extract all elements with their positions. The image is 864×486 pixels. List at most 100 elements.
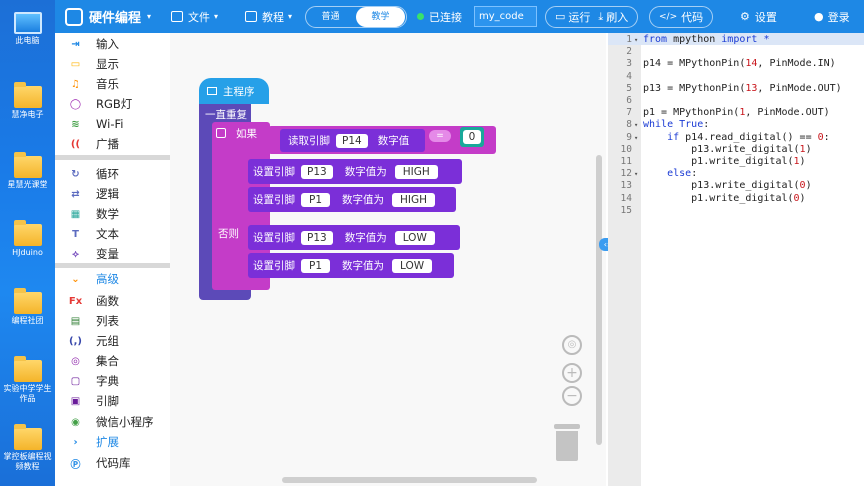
level-dropdown[interactable]: HIGH xyxy=(394,164,438,179)
app-title: 硬件编程 xyxy=(89,11,142,26)
level-dropdown[interactable]: LOW xyxy=(392,258,433,273)
desktop-icon-folder[interactable]: 实验中学学生作品 xyxy=(0,356,55,404)
tutorial-menu[interactable]: 教程▾ xyxy=(245,0,292,33)
category-icon: ≋ xyxy=(71,118,80,130)
pin-dropdown[interactable]: P13 xyxy=(301,164,333,179)
desktop-icon-folder[interactable]: HJduino xyxy=(0,220,55,258)
mode-teach-button[interactable]: 教学 xyxy=(356,7,405,27)
line-number: 6 xyxy=(626,95,632,106)
category-icon: ◯ xyxy=(69,98,82,110)
desktop-icon-folder[interactable]: 星慧光课堂 xyxy=(0,152,55,190)
category-item[interactable]: ▢ 字典 xyxy=(55,371,170,391)
compare-operator-dropdown[interactable]: = xyxy=(429,130,451,142)
fold-arrow-icon[interactable]: ▾ xyxy=(634,133,639,142)
desktop-icon-folder[interactable]: 掌控板编程视频教程 xyxy=(0,424,55,472)
connection-status: 已连接 xyxy=(417,0,462,33)
line-number: 10 xyxy=(620,143,632,155)
category-separator xyxy=(55,263,170,268)
folder-icon xyxy=(13,82,42,108)
code-line: p1 = MPythonPin(1, PinMode.OUT) xyxy=(643,107,830,119)
chevron-down-icon: ▾ xyxy=(214,12,219,21)
desktop-icon-this-pc[interactable]: 此电脑 xyxy=(0,12,55,46)
desktop-icon-folder[interactable]: 编程社团 xyxy=(0,288,55,326)
category-label: 元组 xyxy=(96,334,119,348)
category-item[interactable]: ▦数学 xyxy=(55,204,170,224)
gear-icon xyxy=(216,128,226,138)
category-item[interactable]: ◎集合 xyxy=(55,351,170,371)
category-label: 集合 xyxy=(96,354,119,368)
pin-dropdown[interactable]: P1 xyxy=(301,258,331,273)
workspace-vertical-scrollbar[interactable] xyxy=(596,155,602,445)
app-toolbar: 硬件编程▾ 文件▾ 教程▾ 普通 教学 已连接 my_code ▭运行⤓刷入 <… xyxy=(55,0,864,33)
fold-arrow-icon[interactable]: ▾ xyxy=(634,170,639,179)
category-item[interactable]: ⇥输入 xyxy=(55,34,170,54)
run-button[interactable]: 运行 xyxy=(568,10,591,24)
category-label: 广播 xyxy=(96,137,119,151)
run-flash-group: ▭运行⤓刷入 xyxy=(545,0,639,33)
category-icon: ▢ xyxy=(70,375,81,387)
level-dropdown[interactable]: HIGH xyxy=(392,192,436,207)
main-program-block[interactable]: 主程序 xyxy=(199,78,269,104)
number-field[interactable]: 0 xyxy=(463,130,481,144)
line-number: 12 xyxy=(620,168,632,180)
code-pill: </>代码 xyxy=(649,5,714,28)
category-icon: ▣ xyxy=(70,395,81,407)
category-item[interactable]: ▤列表 xyxy=(55,311,170,331)
category-item[interactable]: ◯RGB灯 xyxy=(55,94,170,114)
category-item[interactable]: ◉微信小程序 xyxy=(55,412,170,432)
category-item[interactable]: ›扩展 xyxy=(55,432,170,452)
recenter-icon[interactable]: ◎ xyxy=(562,335,582,355)
code-icon: </> xyxy=(659,11,678,22)
category-item[interactable]: ▣引脚 xyxy=(55,391,170,411)
line-number: 7 xyxy=(626,107,632,119)
zoom-in-icon[interactable]: + xyxy=(562,363,582,383)
pin-dropdown[interactable]: P14 xyxy=(336,133,368,148)
category-item[interactable]: ♫音乐 xyxy=(55,74,170,94)
category-item[interactable]: (,)元组 xyxy=(55,331,170,351)
line-number: 15 xyxy=(620,204,632,216)
category-item[interactable]: ⌄高级 xyxy=(55,269,170,289)
category-label: 代码库 xyxy=(96,456,131,470)
desktop-icon-folder[interactable]: 慧净电子 xyxy=(0,82,55,120)
category-label: 高级 xyxy=(96,272,119,286)
category-label: 字典 xyxy=(96,374,119,388)
read-pin-block[interactable]: 读取引脚 P14 数字值 xyxy=(280,129,425,152)
app-logo[interactable]: 硬件编程▾ xyxy=(65,7,151,26)
category-item[interactable]: ▭显示 xyxy=(55,54,170,74)
category-item[interactable]: ⟡变量 xyxy=(55,244,170,264)
settings-button[interactable]: ⚙设置 xyxy=(740,10,777,24)
category-icon: › xyxy=(73,436,78,448)
pin-dropdown[interactable]: P1 xyxy=(301,192,331,207)
code-button[interactable]: </>代码 xyxy=(649,0,714,33)
category-item[interactable]: ≋Wi-Fi xyxy=(55,114,170,134)
category-separator xyxy=(55,155,170,160)
flash-button[interactable]: 刷入 xyxy=(606,10,629,24)
level-dropdown[interactable]: LOW xyxy=(394,230,435,245)
category-item[interactable]: ((广播 xyxy=(55,134,170,154)
mode-normal-button[interactable]: 普通 xyxy=(321,12,340,22)
chevron-down-icon: ▾ xyxy=(288,12,293,21)
fold-arrow-icon[interactable]: ▾ xyxy=(634,121,639,130)
category-item[interactable]: ↻循环 xyxy=(55,164,170,184)
pin-dropdown[interactable]: P13 xyxy=(301,230,333,245)
file-menu[interactable]: 文件▾ xyxy=(171,0,218,33)
number-block[interactable]: 0 xyxy=(460,127,484,147)
project-name-input[interactable]: my_code xyxy=(474,6,537,27)
zoom-out-icon[interactable]: − xyxy=(562,386,582,406)
trash-icon[interactable] xyxy=(554,424,580,462)
login-button[interactable]: ●登录 xyxy=(814,10,850,24)
fold-arrow-icon[interactable]: ▾ xyxy=(634,36,639,44)
workspace-horizontal-scrollbar[interactable] xyxy=(282,477,537,483)
code-line: p13.write_digital(0) xyxy=(643,180,812,192)
line-number: 1 xyxy=(626,34,632,45)
category-item[interactable]: ⇄逻辑 xyxy=(55,184,170,204)
logo-icon xyxy=(65,7,83,26)
